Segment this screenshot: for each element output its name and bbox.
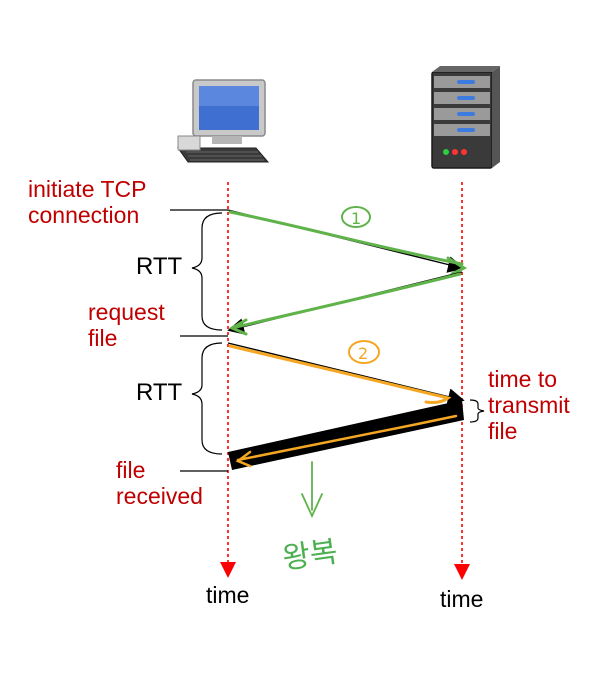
initiate-label-line-2: connection: [28, 201, 140, 228]
step-2-circle: [348, 340, 380, 364]
rtt-label-2: RTT: [136, 379, 183, 406]
rtt-brace-1: [191, 212, 223, 331]
syn-green-overlay: [228, 210, 468, 276]
file-received-label: file received: [116, 457, 203, 510]
request-label-line-1: request: [88, 299, 165, 325]
request-orange-overlay: [228, 344, 452, 404]
received-label-line-2: received: [116, 482, 203, 509]
desktop-computer-icon: [177, 79, 270, 163]
step-2-number: 2: [358, 344, 368, 363]
green-hand-arrow: [301, 461, 323, 519]
initiate-label: initiate TCP connection: [28, 176, 147, 229]
server-time-label: time: [440, 586, 484, 612]
step-1-number: 1: [351, 209, 361, 228]
initiate-label-line-1: initiate TCP: [28, 176, 147, 202]
file-orange-overlay: [235, 414, 458, 468]
server-tower-icon: [431, 66, 500, 169]
time-to-transmit-label: time to transmit file: [488, 366, 570, 444]
rtt-label-1: RTT: [136, 253, 183, 280]
handwritten-note: 왕복: [280, 534, 340, 577]
transmit-label-line-2: transmit: [488, 391, 570, 418]
transmit-label-line-1: time to: [488, 366, 558, 392]
synack-green-overlay: [228, 272, 462, 336]
request-label: request file: [88, 299, 165, 352]
transmit-brace: [469, 399, 485, 423]
step-1-circle: [341, 206, 371, 228]
transmit-label-line-3: file: [488, 417, 518, 444]
rtt-brace-2: [191, 342, 223, 455]
client-time-label: time: [206, 582, 250, 608]
file-transfer-band: [228, 400, 464, 470]
request-label-line-2: file: [88, 324, 118, 351]
received-label-line-1: file: [116, 457, 146, 483]
